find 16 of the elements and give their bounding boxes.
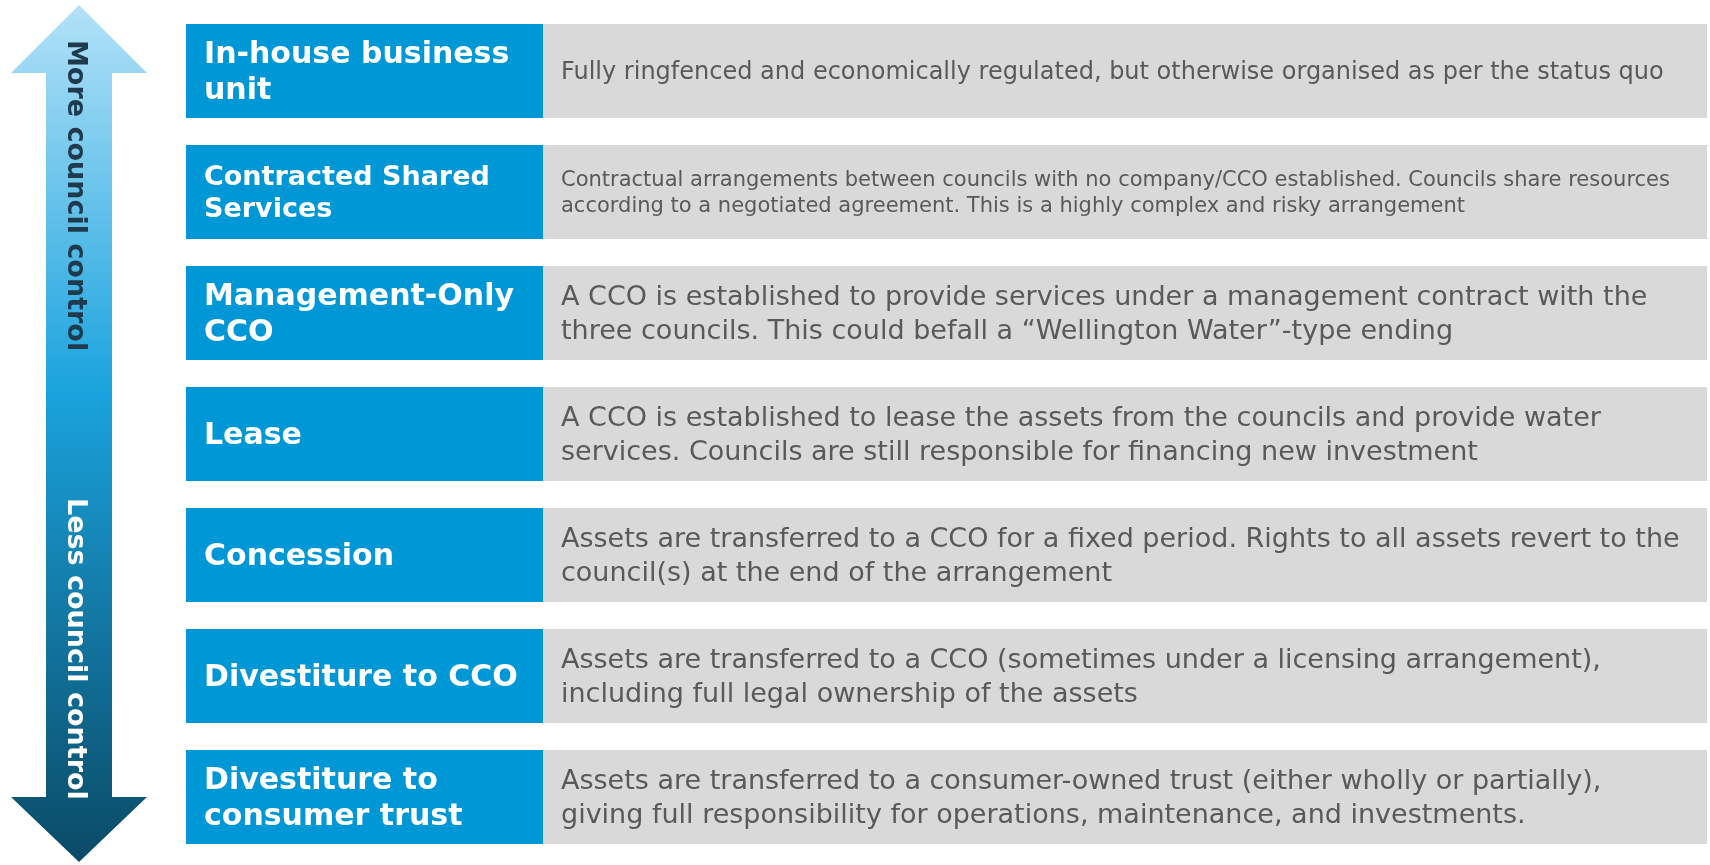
axis-label: Less council control (62, 498, 93, 800)
option-description: Fully ringfenced and economically regulated, but otherwise organised as per the status quo (543, 24, 1707, 118)
option-description: Assets are transferred to a consumer-owned trust (either wholly or partially), giving full responsibility for operations, maintenance, and investments. (543, 750, 1707, 844)
option-heading: Lease (186, 387, 543, 481)
option-description: Assets are transferred to a CCO for a fixed period. Rights to all assets revert to the council(s) at the end of the arrangement (543, 508, 1707, 602)
option-heading: Divestiture to consumer trust (186, 750, 543, 844)
option-heading: In-house business unit (186, 24, 543, 118)
option-heading: Contracted Shared Services (186, 145, 543, 239)
option-heading: Divestiture to CCO (186, 629, 543, 723)
option-heading: Management-Only CCO (186, 266, 543, 360)
option-description: A CCO is established to provide services under a management contract with the three councils. This could befall a “Wellington Water”-type ending (543, 266, 1707, 360)
option-description: A CCO is established to lease the assets from the councils and provide water services. Councils are still responsible for financing new investment (543, 387, 1707, 481)
axis-label: More council control (62, 40, 93, 352)
option-heading: Concession (186, 508, 543, 602)
option-description: Assets are transferred to a CCO (sometimes under a licensing arrangement), including full legal ownership of the assets (543, 629, 1707, 723)
option-description: Contractual arrangements between councils with no company/CCO established. Councils share resources according to a negotiated agreement. This is a highly complex and risky arrangement (543, 145, 1707, 239)
